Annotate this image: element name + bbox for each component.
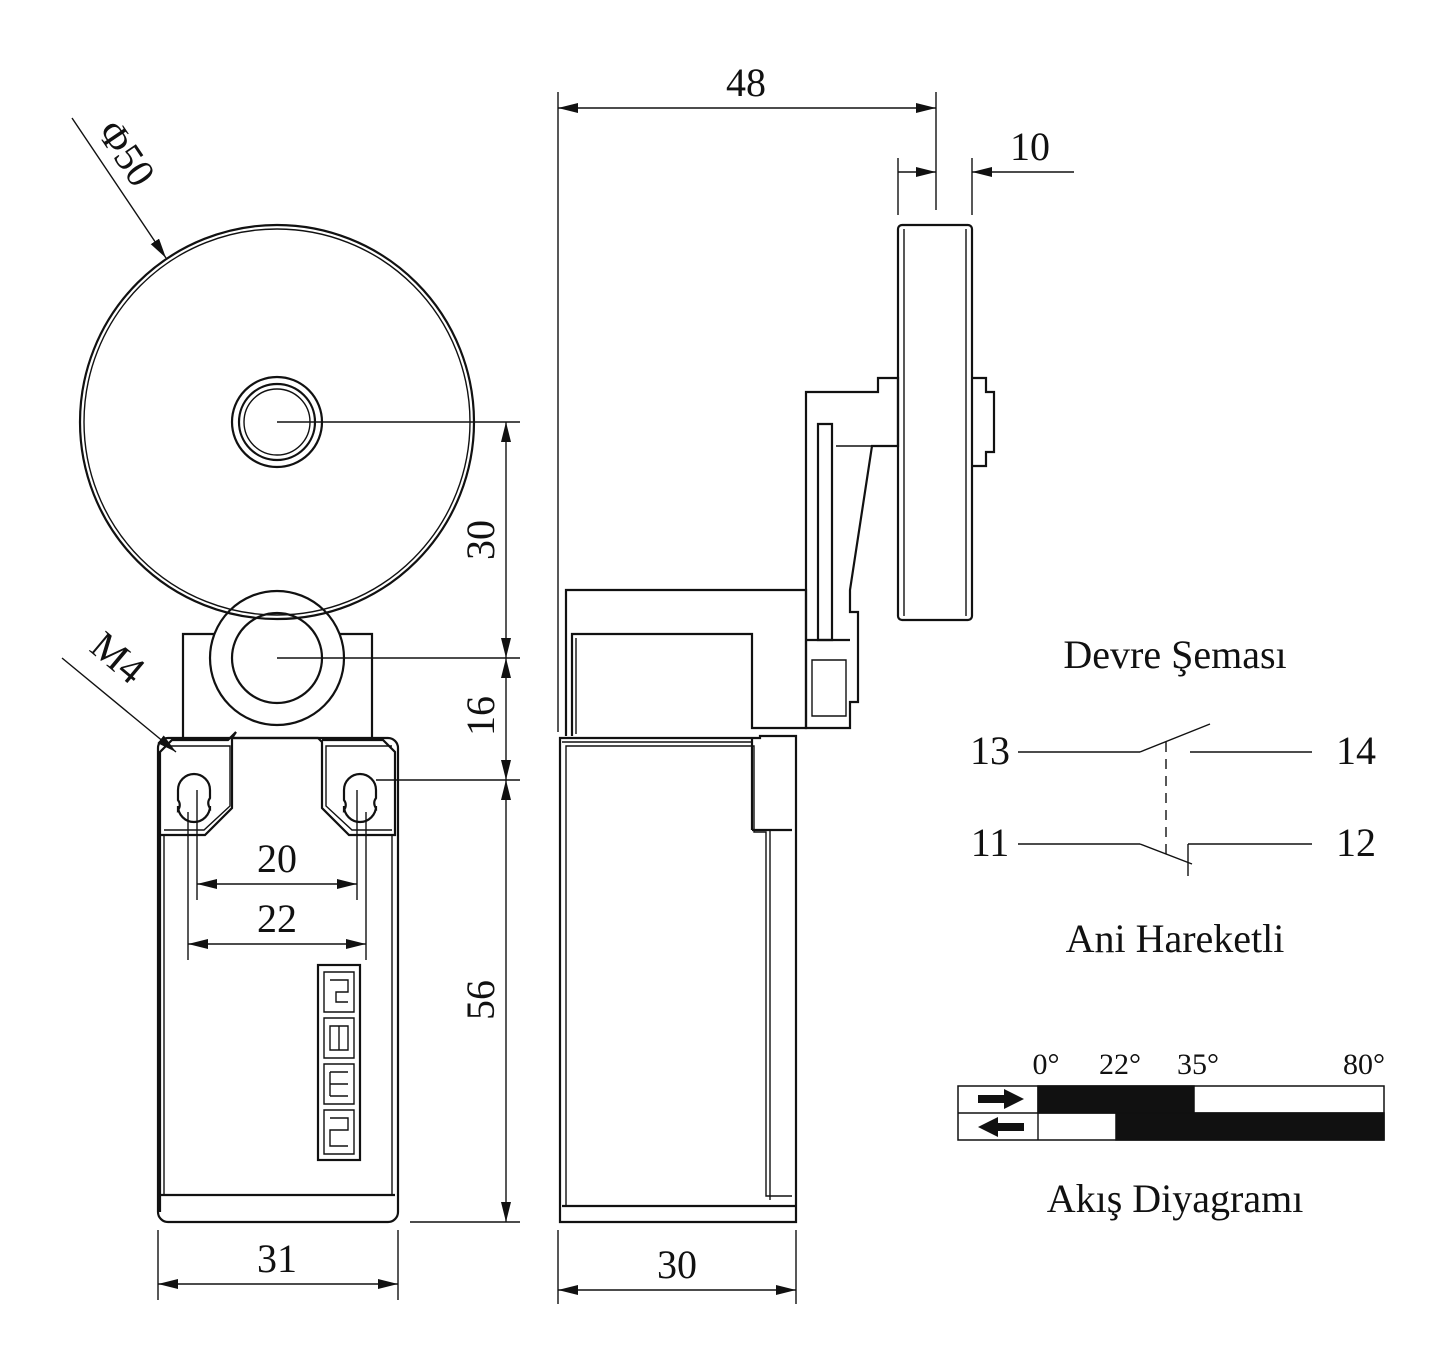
brand-logo [316,963,362,1162]
flow-angle-0: 0° [1033,1048,1060,1081]
dim-wheel-thickness: 10 [1010,124,1050,169]
dim-wheel-diameter: Φ50 [89,112,165,195]
dim-holes-to-base: 56 [458,980,503,1020]
circuit-title: Devre Şeması [1063,632,1286,677]
flow-diagram: 0° 22° 35° 80° Akış Diyagramı [957,1048,1385,1221]
dim-side-body-width: 30 [657,1242,697,1287]
side-body [558,734,798,1224]
dim-hole-spacing-outer: 22 [257,896,297,941]
dim-pivot-to-holes: 16 [458,696,503,736]
circuit-diagram: Devre Şeması 13 14 11 12 Ani Hareketli [970,632,1376,961]
forward-arrow-icon [978,1089,1024,1109]
reverse-arrow-icon [978,1117,1024,1137]
side-wheel [896,223,974,622]
flow-bar-forward [1037,1085,1195,1114]
flow-title: Akış Diyagramı [1047,1176,1304,1221]
flow-angle-35: 35° [1177,1048,1219,1081]
flow-bar-reverse [1115,1112,1385,1141]
flow-angle-80: 80° [1343,1048,1385,1081]
circuit-caption: Ani Hareketli [1066,916,1285,961]
terminal-13: 13 [970,728,1010,773]
flow-angle-22: 22° [1099,1048,1141,1081]
side-lever [804,376,900,730]
terminal-11: 11 [971,820,1010,865]
front-view: Φ50 M4 20 22 31 30 16 56 [61,112,520,1300]
terminal-12: 12 [1336,820,1376,865]
side-head [564,588,808,736]
mount-hole-left [176,772,212,824]
side-view: 48 10 30 [557,60,1074,1304]
dim-hole-spacing-inner: 20 [257,836,297,881]
mount-hole-right [342,772,378,824]
dim-mount-thread: M4 [82,622,154,692]
terminal-14: 14 [1336,728,1376,773]
dim-wheel-to-pivot: 30 [458,520,503,560]
dim-side-total-width: 48 [726,60,766,105]
dim-front-width: 31 [257,1236,297,1281]
